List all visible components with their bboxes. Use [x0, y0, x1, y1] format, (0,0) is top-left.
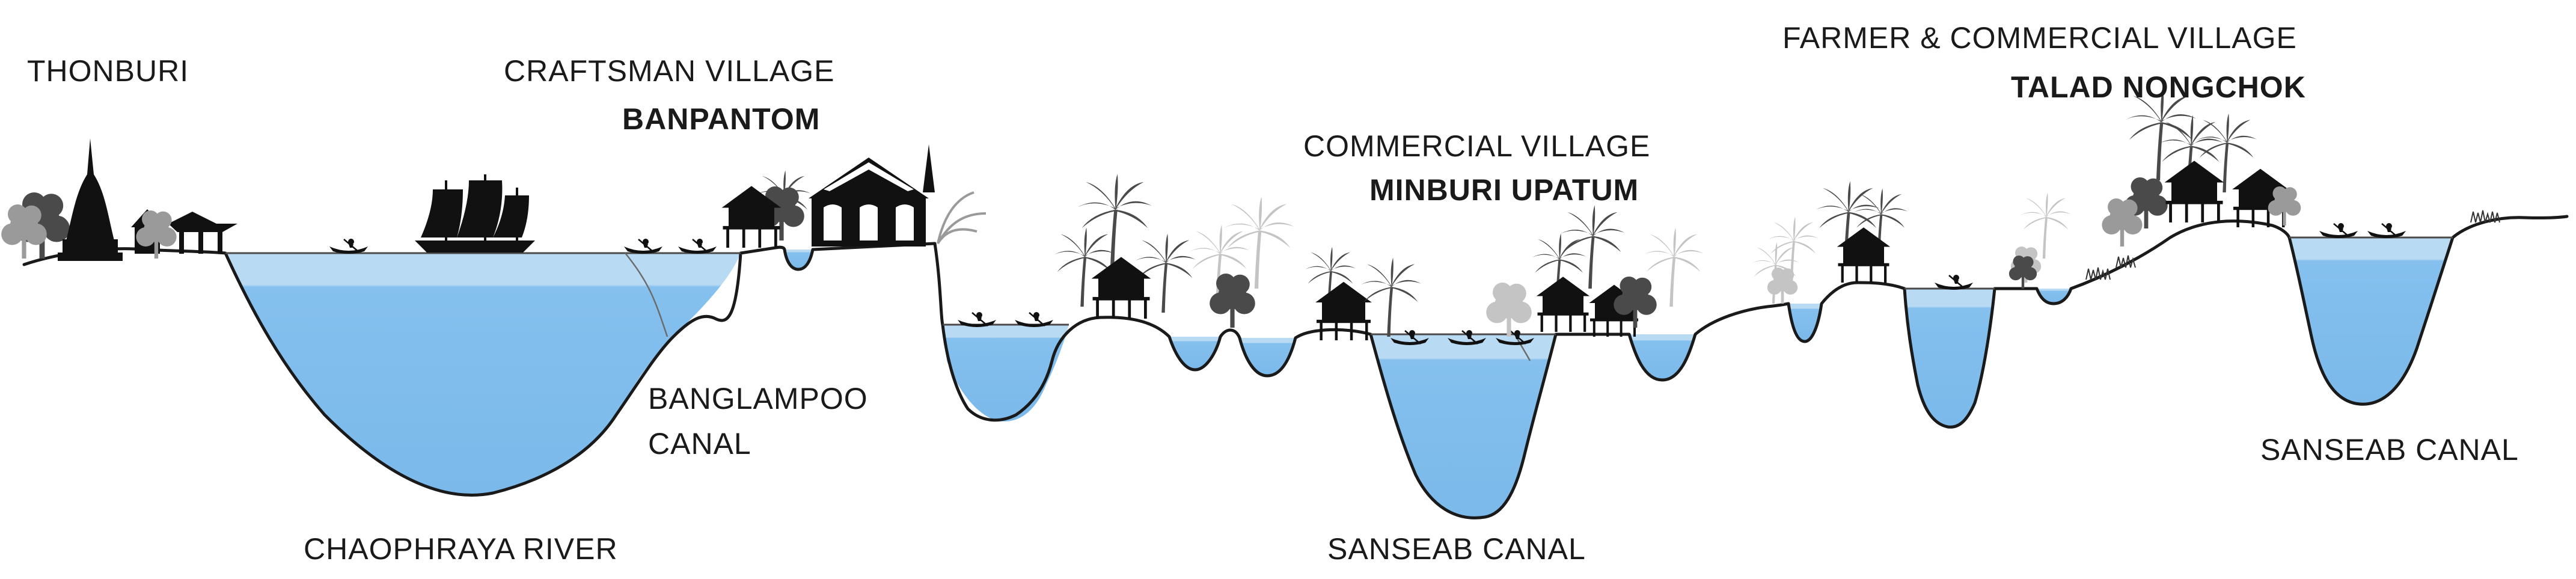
boat-icon [1014, 311, 1054, 328]
boat-icon [956, 311, 997, 328]
label-farmer-commercial-village: FARMER & COMMERCIAL VILLAGE [1782, 21, 2297, 55]
boat-icon [2366, 222, 2407, 239]
sanseab-canal-right-water [2289, 237, 2453, 405]
banpantom-cluster [721, 144, 987, 248]
small-canal-water-4 [1629, 334, 1695, 380]
stilt-house-icon [1091, 257, 1151, 319]
grass [2085, 210, 2500, 280]
label-craftsman-village: CRAFTSMAN VILLAGE [504, 54, 834, 88]
stilt-house-icon [1837, 227, 1891, 283]
temple-icon [58, 138, 123, 261]
label-banglampoo-line2: CANAL [648, 427, 751, 461]
stilt-house-icon [2164, 161, 2224, 222]
labels: THONBURI CRAFTSMAN VILLAGE BANPANTOM BAN… [27, 21, 2519, 566]
label-thonburi: THONBURI [27, 54, 189, 88]
sailing-ship-icon [415, 174, 535, 253]
label-sanseab-canal-center: SANSEAB CANAL [1327, 532, 1586, 566]
thai-pavilion-icon [809, 144, 935, 247]
label-banpantom: BANPANTOM [622, 102, 820, 136]
water-bodies [225, 237, 2453, 518]
label-commercial-village: COMMERCIAL VILLAGE [1303, 129, 1650, 163]
boat-icon [2318, 222, 2359, 239]
thonburi-cluster [1, 138, 237, 261]
sanseab-canal-center-water [1371, 334, 1556, 518]
boat-icon [677, 237, 718, 255]
boat-icon [328, 237, 369, 255]
label-minburi-upatum: MINBURI UPATUM [1369, 173, 1639, 207]
label-chaophraya-river: CHAOPHRAYA RIVER [304, 532, 618, 566]
minburi-canal-water-3 [1240, 338, 1296, 376]
boat-icon [1933, 274, 1974, 291]
boat-icon [623, 237, 664, 255]
label-talad-nongchok: TALAD NONGCHOK [2011, 70, 2306, 104]
palm-frond-decor [937, 191, 987, 245]
label-sanseab-canal-right: SANSEAB CANAL [2260, 433, 2519, 467]
terrain-profile [22, 215, 2569, 519]
stilt-house-icon [1536, 277, 1590, 332]
minburi-canal-water-1 [943, 325, 1069, 421]
nongchok-canal-water [1904, 289, 1995, 427]
chaophraya-river-water [225, 253, 741, 495]
label-banglampoo-line1: BANGLAMPOO [648, 382, 868, 415]
